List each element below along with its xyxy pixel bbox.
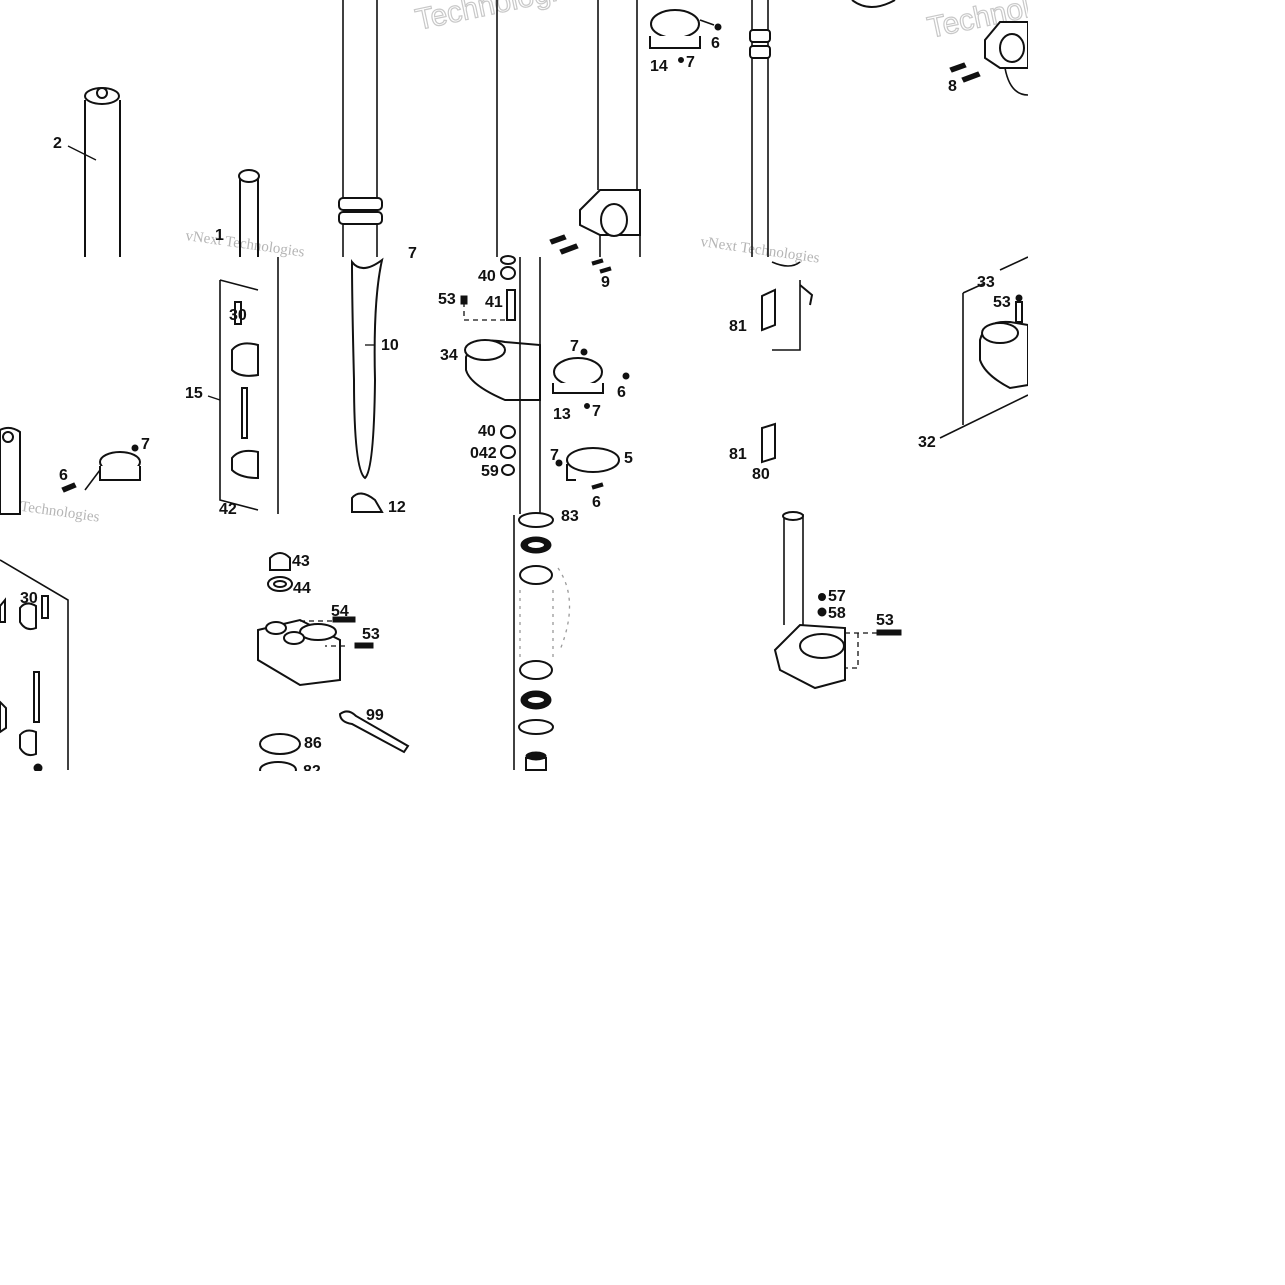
- lower-triple-clamp-part-53: [773, 511, 902, 690]
- part-label: 12: [388, 499, 406, 516]
- part-label: 81: [729, 446, 747, 463]
- part-label: 40: [478, 268, 496, 285]
- part-label: 83: [561, 508, 579, 525]
- part-label: 7: [686, 54, 695, 71]
- part-label: 7: [570, 338, 579, 355]
- part-label: 32: [918, 434, 936, 451]
- watermark-text: vNext Technologies: [184, 228, 305, 261]
- part-label: 6: [711, 35, 720, 52]
- steering-bearings: [513, 512, 571, 771]
- part-label: 9: [601, 274, 610, 291]
- part-label: 53: [993, 294, 1011, 311]
- part-label: 6: [59, 467, 68, 484]
- part-label: 57: [828, 588, 846, 605]
- stem-nut-stack: [257, 552, 410, 779]
- watermark-text: vNext Technologies: [699, 234, 820, 267]
- part-label: 33: [977, 274, 995, 291]
- upper-triple-clamp-part-34: [460, 255, 541, 514]
- part-label: 53: [362, 626, 380, 643]
- part-label: 2: [53, 135, 62, 152]
- part-label: 7: [550, 447, 559, 464]
- part-label: 54: [331, 603, 349, 620]
- upper-tube-right: [749, 0, 771, 257]
- part-label: 5: [624, 450, 633, 467]
- part-label: 13: [553, 406, 571, 423]
- lower-fork-foot-left: [0, 426, 141, 515]
- part-label: 15: [185, 385, 203, 402]
- clamp-part-14: [649, 9, 722, 63]
- part-label: 53: [876, 612, 894, 629]
- part-label: 7: [408, 245, 417, 262]
- part-label: 7: [141, 436, 150, 453]
- part-label: 59: [481, 463, 499, 480]
- part-labels: 2 1 7 6 8 14 7 9 10 40 41 53 34 12 30 15…: [20, 35, 1011, 780]
- fork-tube-part-2: [67, 87, 121, 257]
- lower-tube-clamp: [549, 0, 641, 274]
- part-label: 1: [215, 227, 224, 244]
- part-label: 6: [592, 494, 601, 511]
- part-label: 41: [485, 294, 503, 311]
- part-label: 53: [438, 291, 456, 308]
- part-label: 6: [617, 384, 626, 401]
- watermark-text: Technologies: [413, 0, 591, 37]
- part-label: 30: [20, 590, 38, 607]
- bracket-part-30: [0, 559, 69, 773]
- part-label: 40: [478, 423, 496, 440]
- part-label: 10: [381, 337, 399, 354]
- part-label: 81: [729, 318, 747, 335]
- part-label: 14: [650, 58, 668, 75]
- outer-tube: [338, 0, 498, 257]
- part-label: 7: [592, 403, 601, 420]
- brake-line-guide-part-81: [761, 261, 814, 464]
- part-label: 30: [229, 307, 247, 324]
- part-label: 8: [948, 78, 957, 95]
- part-label: 99: [366, 707, 384, 724]
- damper-rod-part-10: [277, 257, 384, 514]
- part-label: 86: [304, 735, 322, 752]
- clamp-part-5: [555, 447, 620, 490]
- fork-tube-part-1: [238, 169, 260, 257]
- axle-bracket-part-15: [207, 279, 259, 511]
- part-label: 44: [293, 580, 311, 597]
- part-label: 80: [752, 466, 770, 483]
- clamp-part-13: [552, 348, 630, 409]
- part-label: 42: [219, 501, 237, 518]
- part-label: 34: [440, 347, 458, 364]
- lower-triple-clamp-part-32: [939, 256, 1029, 439]
- part-label: 58: [828, 605, 846, 622]
- part-label: 43: [292, 553, 310, 570]
- part-label: 042: [470, 445, 497, 462]
